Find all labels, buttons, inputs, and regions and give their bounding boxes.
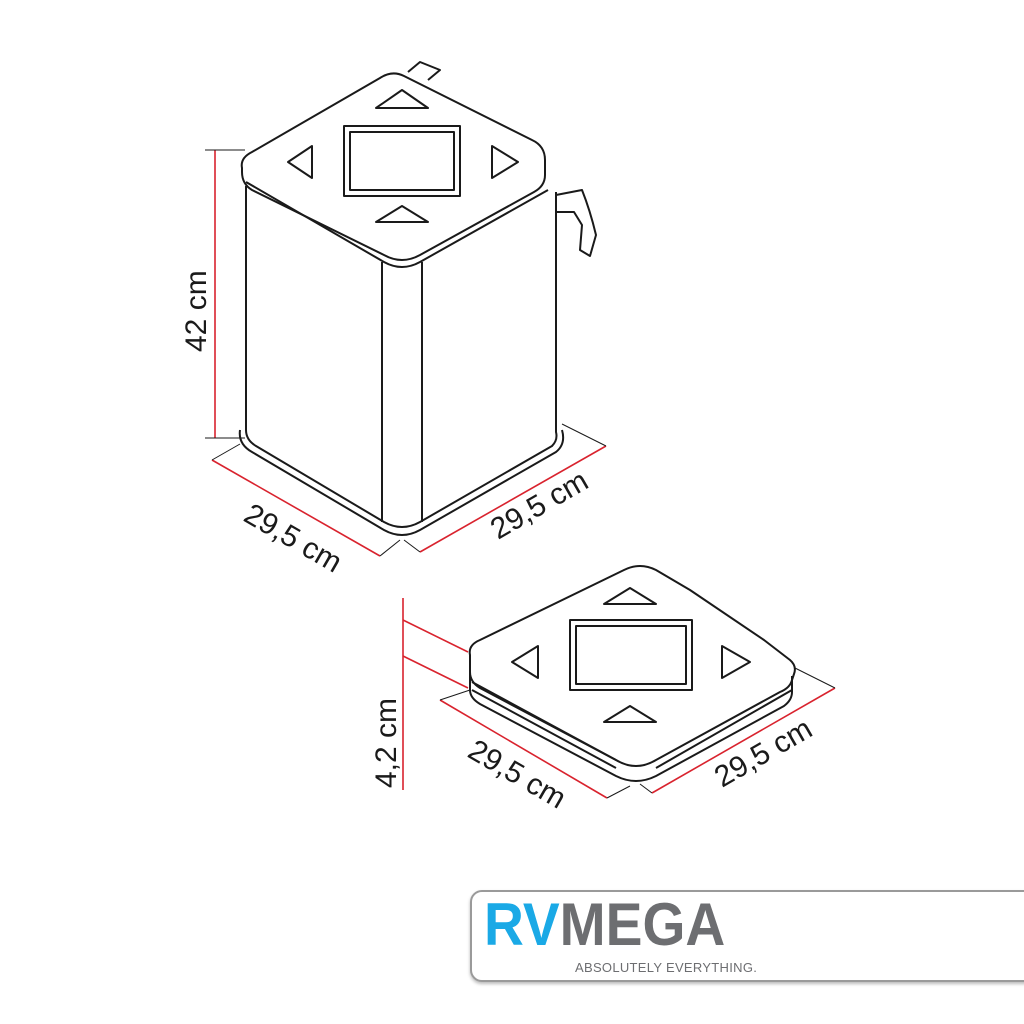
brand-tagline: ABSOLUTELY EVERYTHING.: [575, 960, 758, 975]
lid: [468, 565, 796, 782]
container-height-label: 42 cm: [180, 270, 213, 352]
dimension-lines: [211, 150, 836, 799]
lid-width-right-label: 29,5 cm: [709, 712, 818, 794]
container-width-left-label: 29,5 cm: [239, 497, 348, 579]
brand-mega: MEGA: [559, 891, 726, 958]
brand-rv: RV: [484, 891, 560, 958]
tall-container: [238, 61, 597, 536]
lid-height-label: 4,2 cm: [370, 698, 403, 788]
brand-wordmark: RVMEGA: [484, 894, 725, 956]
rvmega-logo: RVMEGA ABSOLUTELY EVERYTHING.: [470, 890, 1024, 982]
